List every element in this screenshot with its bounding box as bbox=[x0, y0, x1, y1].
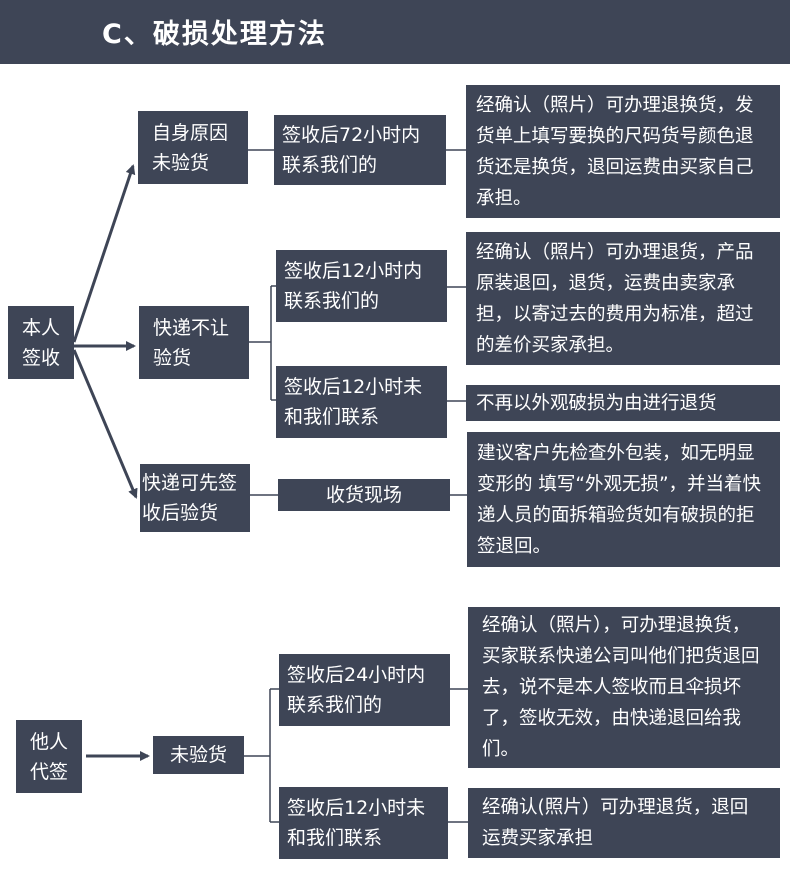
condition-label: 签收后12小时未 和我们联系 bbox=[284, 376, 423, 428]
outcome-12h-not-contacted: 不再以外观破损为由进行退货 bbox=[466, 385, 780, 421]
arrow-to-branch-1 bbox=[72, 164, 136, 343]
condition-12h-not-contacted: 签收后12小时未 和我们联系 bbox=[276, 366, 447, 438]
arrow-to-branch-3 bbox=[72, 349, 138, 499]
condition-label: 签收后12小时内 联系我们的 bbox=[284, 260, 423, 312]
branch-label: 快递可先签 收后验货 bbox=[142, 472, 238, 524]
branch-label: 快递不让 验货 bbox=[153, 316, 230, 369]
outcome-text: 经确认（照片），可办理退换货，买家联系快递公司叫他们把货退回去，说不是本人签收而… bbox=[482, 615, 760, 760]
branch-label: 自身原因 未验货 bbox=[152, 121, 229, 174]
condition-12h-contacted: 签收后12小时内 联系我们的 bbox=[276, 250, 447, 322]
branch-node-courier-no-inspect: 快递不让 验货 bbox=[139, 306, 249, 379]
root-node-other-sign: 他人 代签 bbox=[16, 720, 82, 793]
header-banner: C、破损处理方法 bbox=[0, 0, 790, 64]
condition-24h: 签收后24小时内 联系我们的 bbox=[279, 654, 450, 726]
branch-label: 未验货 bbox=[169, 744, 227, 766]
outcome-on-site: 建议客户先检查外包装，如无明显变形的 填写“外观无损”，并当着快递人员的面拆箱验… bbox=[467, 432, 780, 567]
condition-label: 签收后24小时内 联系我们的 bbox=[287, 664, 426, 716]
condition-on-site: 收货现场 bbox=[278, 479, 450, 511]
outcome-text: 不再以外观破损为由进行退货 bbox=[476, 392, 717, 414]
outcome-text: 经确认(照片）可办理退货，退回运费买家承担 bbox=[482, 797, 749, 849]
branch-node-inspect-after-sign: 快递可先签 收后验货 bbox=[140, 464, 250, 532]
condition-label: 收货现场 bbox=[325, 484, 402, 506]
condition-label: 签收后12小时未 和我们联系 bbox=[287, 797, 426, 849]
branch-node-not-inspected: 未验货 bbox=[153, 736, 244, 774]
condition-12h-not-contacted-s2: 签收后12小时未 和我们联系 bbox=[279, 787, 448, 859]
root-node-label: 本人 签收 bbox=[21, 316, 60, 369]
outcome-24h: 经确认（照片），可办理退换货，买家联系快递公司叫他们把货退回去，说不是本人签收而… bbox=[468, 607, 780, 768]
outcome-72h: 经确认（照片）可办理退换货，发货单上填写要换的尺码货号颜色退货还是换货，退回运费… bbox=[466, 85, 780, 218]
root-node-self-sign: 本人 签收 bbox=[8, 306, 74, 379]
branch-node-own-reason: 自身原因 未验货 bbox=[138, 111, 248, 184]
condition-label: 签收后72小时内 联系我们的 bbox=[282, 124, 421, 176]
condition-72h: 签收后72小时内 联系我们的 bbox=[274, 115, 446, 185]
outcome-12h-contacted: 经确认（照片）可办理退货，产品原装退回，退货，运费由卖家承担，以寄过去的费用为标… bbox=[466, 232, 780, 365]
outcome-text: 建议客户先检查外包装，如无明显变形的 填写“外观无损”，并当着快递人员的面拆箱验… bbox=[477, 442, 762, 557]
outcome-text: 经确认（照片）可办理退货，产品原装退回，退货，运费由卖家承担，以寄过去的费用为标… bbox=[476, 241, 754, 356]
root-node-label: 他人 代签 bbox=[29, 730, 68, 783]
page-title: C、破损处理方法 bbox=[102, 19, 327, 50]
outcome-text: 经确认（照片）可办理退换货，发货单上填写要换的尺码货号颜色退货还是换货，退回运费… bbox=[476, 94, 754, 209]
outcome-12h-s2: 经确认(照片）可办理退货，退回运费买家承担 bbox=[468, 788, 780, 858]
